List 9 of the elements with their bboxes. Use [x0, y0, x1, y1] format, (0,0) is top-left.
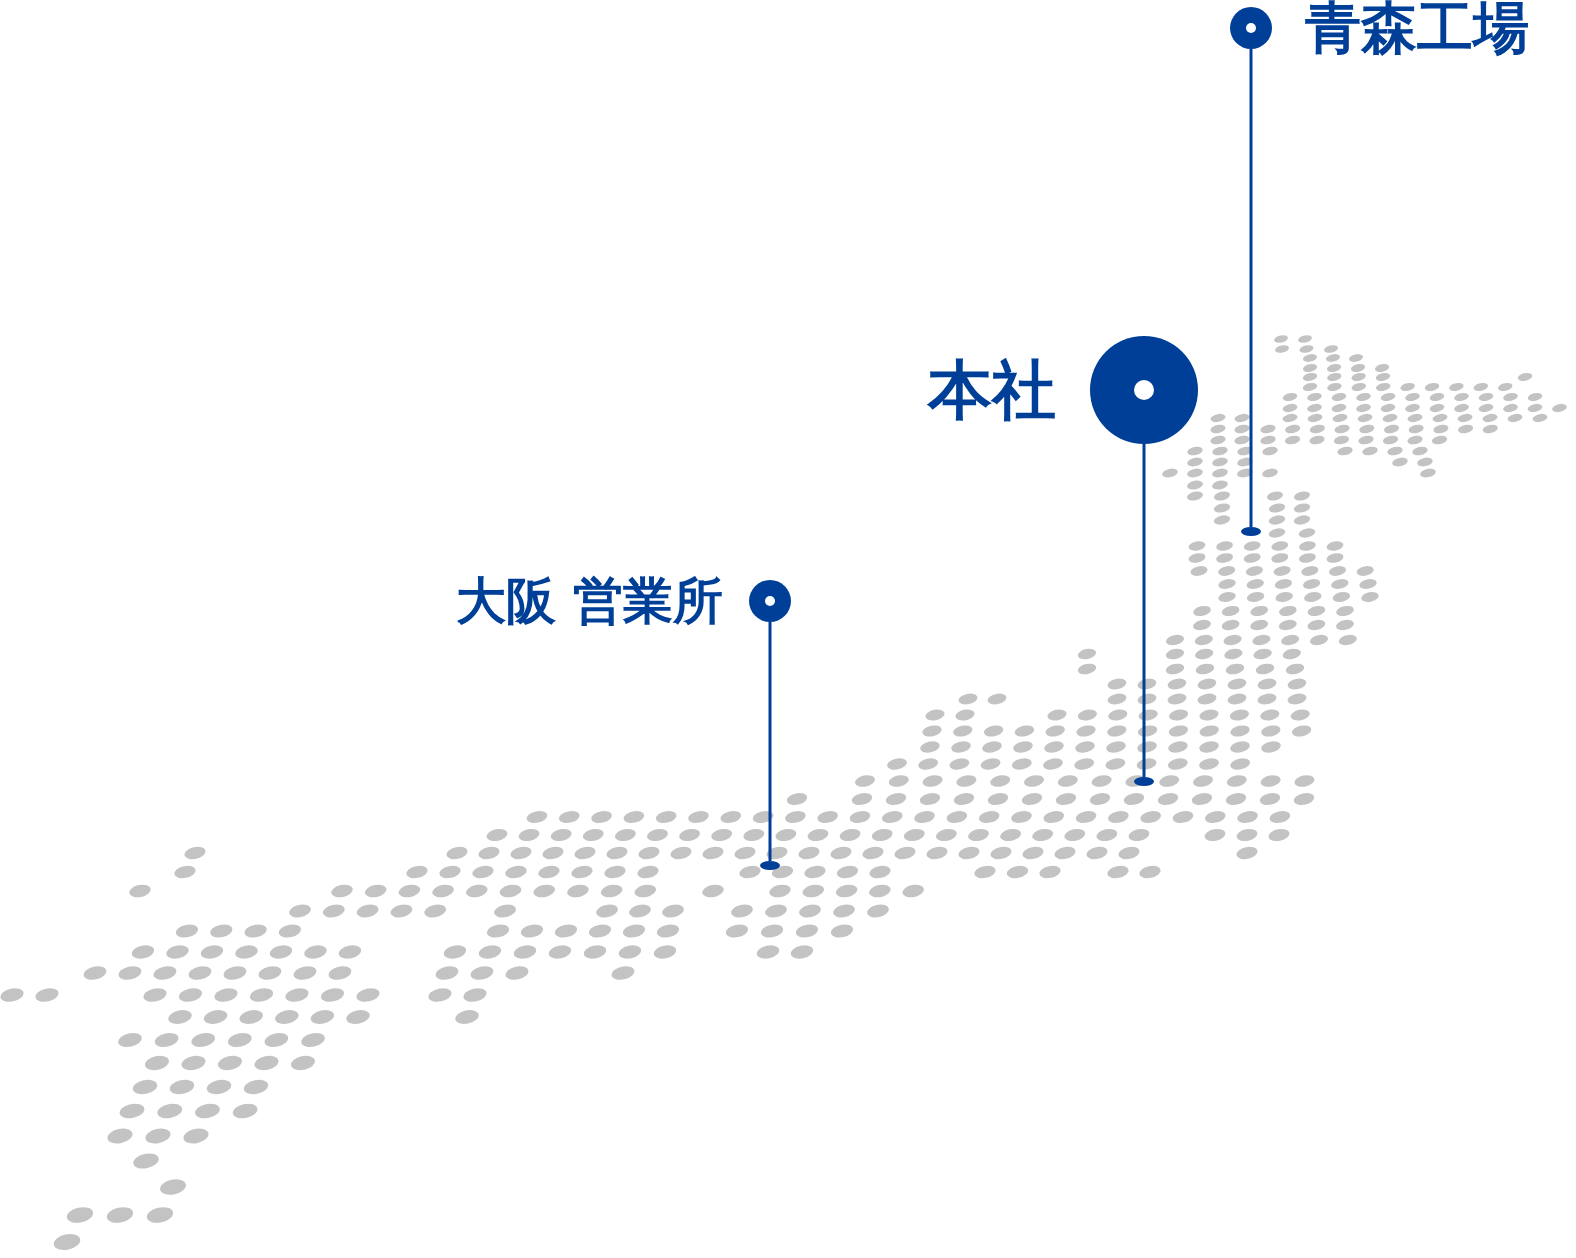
location-dot — [760, 860, 780, 870]
pin-line — [1249, 49, 1253, 527]
place-label: 青森工場 — [1305, 0, 1529, 59]
location-dot — [1241, 526, 1261, 536]
location-dot — [1134, 776, 1154, 786]
place-label: 大阪 営業所 — [455, 573, 723, 629]
pin-line — [1142, 444, 1146, 777]
place-label: 本社 — [928, 354, 1056, 426]
pin-line — [768, 622, 772, 861]
